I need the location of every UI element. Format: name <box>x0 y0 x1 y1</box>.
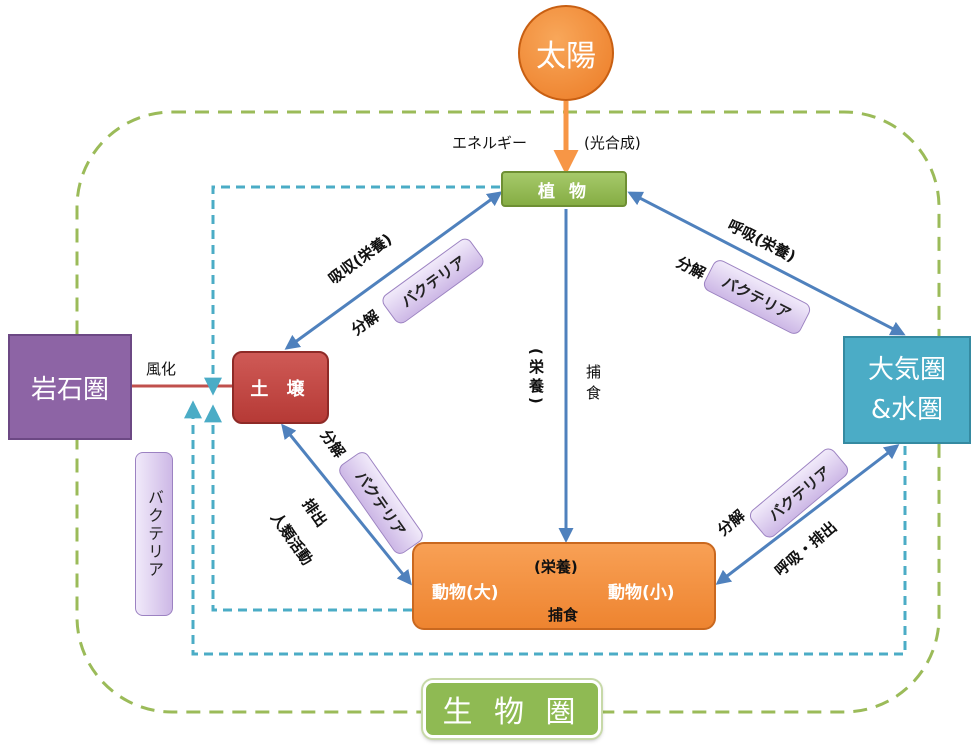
bacteria-badge-vertical: バクテリア <box>135 452 173 616</box>
nutrition-vertical-label: (栄養) <box>527 348 545 408</box>
dashed-animal-to-soil <box>204 404 412 612</box>
animal-large-label: 動物(大) <box>432 583 499 603</box>
photosynthesis-label: (光合成) <box>584 134 641 152</box>
biosphere-label: 生 物 圏 <box>442 695 582 730</box>
energy-label: エネルギー <box>452 134 528 152</box>
arrow-atmo-animal <box>715 444 900 585</box>
soil-label: 土 壌 <box>250 378 311 400</box>
biosphere-label-box: 生 物 圏 <box>423 680 601 738</box>
rock-node: 岩石圏 <box>8 334 132 440</box>
predation-vertical-label: 捕食 <box>584 364 602 406</box>
animal-top-label: (栄養) <box>534 558 578 576</box>
atmo-label-1: 大気圏 <box>867 355 946 385</box>
sun-node: 太陽 <box>518 5 614 101</box>
arrow-soil-animal <box>281 423 412 586</box>
arrow-plant-soil <box>284 191 503 350</box>
weathering-label: 風化 <box>146 360 177 378</box>
animal-bottom-label: 捕食 <box>548 606 579 624</box>
dashed-plant-to-soil <box>204 185 500 396</box>
animal-small-label: 動物(小) <box>608 583 675 603</box>
soil-node: 土 壌 <box>232 351 329 424</box>
plant-node: 植 物 <box>501 171 627 207</box>
plant-label: 植 物 <box>538 181 590 202</box>
animal-node: (栄養) 動物(大) 動物(小) 捕食 <box>412 542 716 630</box>
rock-label: 岩石圏 <box>30 374 109 405</box>
arrow-plant-atmo <box>627 191 906 336</box>
atmosphere-node: 大気圏 &水圏 <box>843 336 971 444</box>
dashed-atmo-to-soil <box>184 400 907 656</box>
atmo-label-2: &水圏 <box>870 395 944 425</box>
sun-label: 太陽 <box>536 39 596 74</box>
